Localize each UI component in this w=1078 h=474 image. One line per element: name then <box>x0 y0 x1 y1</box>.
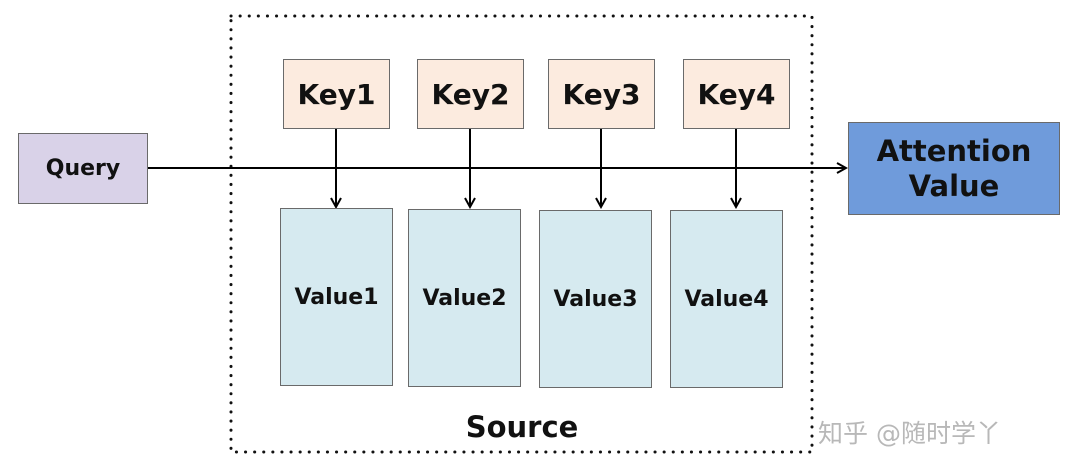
source-label: Source <box>465 410 579 444</box>
key2-label: Key2 <box>431 77 510 111</box>
value1-label: Value1 <box>294 284 379 310</box>
value4-label: Value4 <box>684 286 769 312</box>
key4-label: Key4 <box>697 77 776 111</box>
query-label: Query <box>45 156 121 181</box>
value3-box: Value3 <box>539 210 652 388</box>
key1-label: Key1 <box>297 77 376 111</box>
watermark: 知乎 @随时学丫 <box>818 419 1001 448</box>
value3-label: Value3 <box>553 286 638 312</box>
key4-box: Key4 <box>683 59 790 129</box>
key2-box: Key2 <box>417 59 524 129</box>
value4-box: Value4 <box>670 210 783 388</box>
attention-value-line2: Value <box>908 168 1000 203</box>
attention-value-box: Attention Value <box>848 122 1060 215</box>
value1-box: Value1 <box>280 208 393 386</box>
value2-box: Value2 <box>408 209 521 387</box>
key3-box: Key3 <box>548 59 655 129</box>
key3-label: Key3 <box>562 77 641 111</box>
value2-label: Value2 <box>422 285 507 311</box>
query-box: Query <box>18 133 148 204</box>
key1-box: Key1 <box>283 59 390 129</box>
source-boundary <box>229 14 814 454</box>
attention-value-line1: Attention <box>876 133 1032 168</box>
